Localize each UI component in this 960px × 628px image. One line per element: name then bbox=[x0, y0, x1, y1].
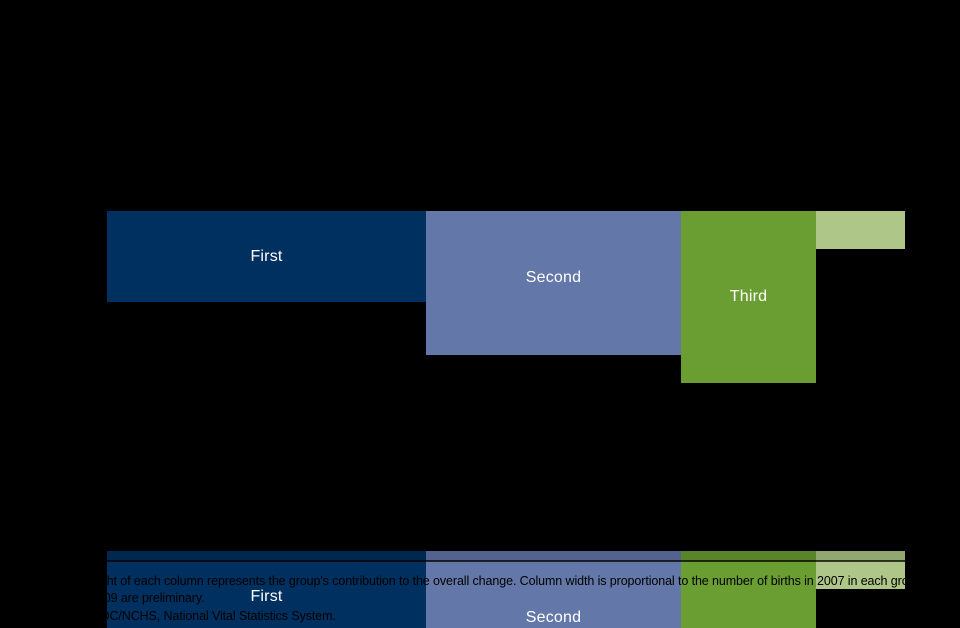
baseline-divider-line bbox=[107, 560, 905, 562]
bar-second-label: Second bbox=[525, 269, 582, 286]
bar-fourth bbox=[816, 211, 905, 249]
bar-first: First bbox=[107, 211, 426, 302]
source-line: SOURCE: CDC/NCHS, National Vital Statist… bbox=[32, 609, 336, 623]
bar-second: Second bbox=[426, 211, 681, 355]
bar-third: Third bbox=[681, 211, 816, 383]
note-line-2: Data for 2009 are preliminary. bbox=[43, 591, 205, 605]
bar-second: Second bbox=[426, 551, 681, 628]
bar-fourth bbox=[816, 551, 905, 589]
bar-first-label: First bbox=[250, 247, 283, 265]
bar-third: Third bbox=[681, 551, 816, 628]
note-line-1: NOTE: The height of each column represen… bbox=[18, 574, 926, 588]
bar-second-label: Second bbox=[525, 609, 582, 626]
bar-first-label: First bbox=[250, 587, 283, 605]
baseline-shade-strip bbox=[107, 551, 905, 561]
bar-third-label: Third bbox=[729, 288, 768, 305]
bar-first: First bbox=[107, 551, 426, 628]
